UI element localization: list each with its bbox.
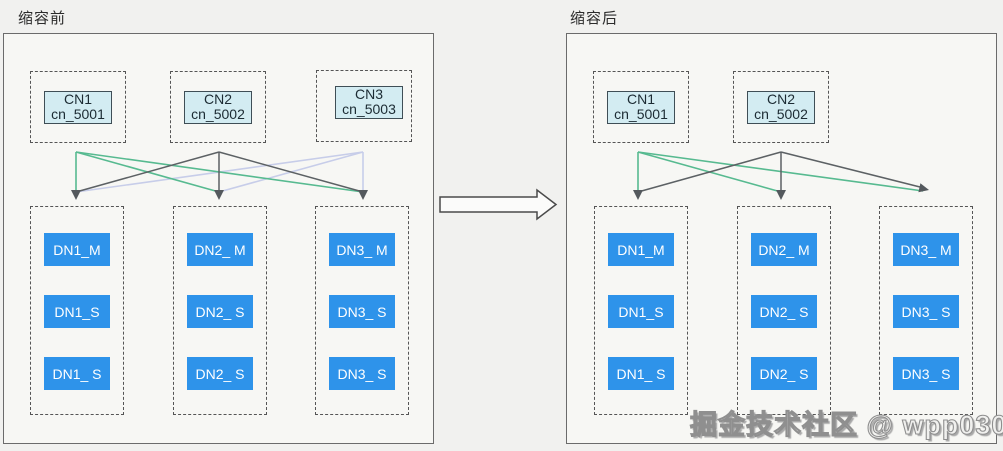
dn-box: DN3_ S xyxy=(329,357,395,390)
down-arrowhead-icon xyxy=(776,190,786,200)
dn-box: DN1_ S xyxy=(44,357,110,390)
link-line xyxy=(75,151,220,193)
dn-box: DN3_ S xyxy=(893,295,959,328)
dn-column-dn3: DN3_ M DN3_ S DN3_ S xyxy=(315,206,409,415)
cn-name: CN2 xyxy=(766,91,795,107)
down-arrowhead-icon xyxy=(214,190,224,200)
cn-name: CN2 xyxy=(203,91,232,107)
dn-column-dn2: DN2_ M DN2_ S DN2_ S xyxy=(737,206,831,415)
dn-box: DN3_ M xyxy=(893,233,959,266)
transition-arrow-shape xyxy=(439,188,558,221)
cn-port: cn_5003 xyxy=(342,101,396,117)
panel-after: CN1 cn_5001 CN2 cn_5002 DN1_M DN1_S DN1_… xyxy=(566,33,997,444)
cn-box-cn2: CN2 cn_5002 xyxy=(184,90,252,124)
link-line xyxy=(218,151,364,193)
link-line xyxy=(75,151,364,193)
link-line xyxy=(218,151,364,193)
cn-group-cn2: CN2 cn_5002 xyxy=(733,71,829,143)
cn-group-cn1: CN1 cn_5001 xyxy=(593,71,689,143)
link-line xyxy=(75,151,364,193)
dn-box: DN3_ M xyxy=(329,233,395,266)
cn-group-cn2: CN2 cn_5002 xyxy=(170,71,266,143)
dn-column-dn3: DN3_ M DN3_ S DN3_ S xyxy=(879,206,973,415)
down-arrowhead-icon xyxy=(358,190,368,200)
dn-box: DN3_ S xyxy=(329,295,395,328)
dn-box: DN1_M xyxy=(608,233,674,266)
cn-port: cn_5001 xyxy=(614,106,668,122)
dn-box: DN2_ S xyxy=(751,357,817,390)
cn-name: CN3 xyxy=(354,86,383,102)
dn-column-dn2: DN2_ M DN2_ S DN2_ S xyxy=(173,206,267,415)
dn-box: DN1_S xyxy=(608,295,674,328)
cn-port: cn_5001 xyxy=(51,106,105,122)
transition-arrow-icon xyxy=(439,188,558,221)
panel-before-title: 缩容前 xyxy=(18,10,67,27)
dn-box: DN2_ S xyxy=(187,295,253,328)
cn-group-cn1: CN1 cn_5001 xyxy=(30,71,126,143)
link-line xyxy=(75,151,220,193)
right-arrowhead-icon xyxy=(918,183,929,193)
panel-before: CN1 cn_5001 CN2 cn_5002 CN3 cn_5003 DN1_… xyxy=(3,33,434,444)
down-arrowhead-icon xyxy=(71,190,81,200)
dn-box: DN1_S xyxy=(44,295,110,328)
dn-box: DN2_ M xyxy=(751,233,817,266)
cn-group-cn3: CN3 cn_5003 xyxy=(316,70,412,142)
panel-after-title: 缩容后 xyxy=(570,10,619,27)
dn-box: DN2_ M xyxy=(187,233,253,266)
dn-box: DN2_ S xyxy=(187,357,253,390)
cn-box-cn2: CN2 cn_5002 xyxy=(747,90,815,124)
dn-box: DN3_ S xyxy=(893,357,959,390)
link-line xyxy=(637,151,782,193)
link-line xyxy=(637,151,782,193)
link-line xyxy=(637,151,924,192)
dn-box: DN1_M xyxy=(44,233,110,266)
cn-name: CN1 xyxy=(626,91,655,107)
down-arrowhead-icon xyxy=(633,190,643,200)
dn-column-dn1: DN1_M DN1_S DN1_ S xyxy=(30,206,124,415)
watermark: 掘金技术社区 @ wpp0303 xyxy=(689,409,1003,440)
cn-name: CN1 xyxy=(63,91,92,107)
dn-column-dn1: DN1_M DN1_S DN1_ S xyxy=(594,206,688,415)
cn-port: cn_5002 xyxy=(754,106,808,122)
cn-port: cn_5002 xyxy=(191,106,245,122)
cn-box-cn3: CN3 cn_5003 xyxy=(335,85,403,119)
cn-box-cn1: CN1 cn_5001 xyxy=(607,90,675,124)
dn-box: DN1_ S xyxy=(608,357,674,390)
cn-box-cn1: CN1 cn_5001 xyxy=(44,90,112,124)
dn-box: DN2_ S xyxy=(751,295,817,328)
link-line xyxy=(780,151,921,188)
